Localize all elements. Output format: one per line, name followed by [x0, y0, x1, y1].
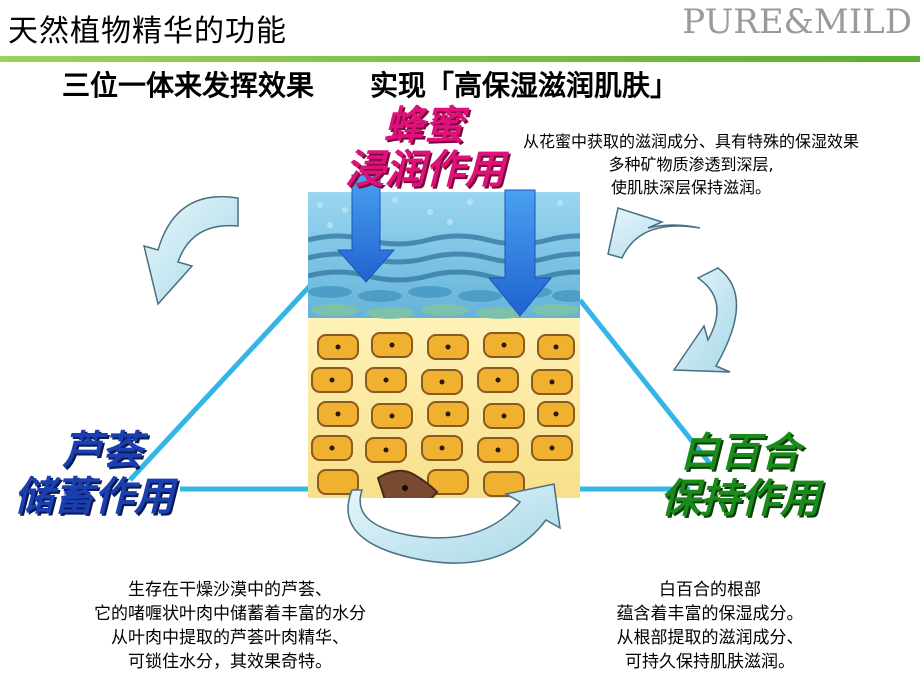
lily-label-line2: 保持作用 — [660, 476, 820, 522]
triangle-connector — [128, 273, 717, 492]
lily-desc-line: 可持久保持肌肤滋润。 — [625, 652, 795, 672]
slide-subtitle: 三位一体来发挥效果 实现「高保湿滋润肌肤」 — [62, 69, 679, 102]
lily-desc-line: 从根部提取的滋润成分、 — [616, 628, 804, 648]
aloe-label-line2: 储蓄作用 — [14, 474, 174, 520]
down-arrow-icon — [336, 174, 553, 317]
aloe-description: 生存在干燥沙漠中的芦荟、 它的啫喱状叶肉中储蓄着丰富的水分 从叶肉中提取的芦荟叶… — [40, 578, 420, 674]
aloe-label-line1: 芦荟 — [62, 428, 142, 474]
lily-desc-line: 白百合的根部 — [659, 580, 761, 600]
aloe-desc-line: 可锁住水分，其效果奇特。 — [128, 652, 332, 672]
aloe-desc-line: 它的啫喱状叶肉中储蓄着丰富的水分 — [94, 604, 366, 624]
lily-label-line1: 白百合 — [680, 430, 800, 476]
curved-arrow-icon — [142, 195, 738, 564]
aloe-desc-line: 从叶肉中提取的芦荟叶肉精华、 — [111, 628, 349, 648]
honey-desc-line: 使肌肤深层保持滋润。 — [610, 178, 771, 197]
honey-desc-line: 多种矿物质渗透到深层, — [608, 155, 774, 174]
lily-desc-line: 蕴含着丰富的保湿成分。 — [616, 604, 804, 624]
brand-logo: PURE&MILD — [682, 2, 912, 42]
title-divider — [0, 56, 920, 62]
honey-desc-line: 从花蜜中获取的滋润成分、具有特殊的保湿效果 — [522, 132, 859, 151]
lily-description: 白百合的根部 蕴含着丰富的保湿成分。 从根部提取的滋润成分、 可持久保持肌肤滋润… — [520, 578, 900, 674]
page-title: 天然植物精华的功能 — [8, 14, 287, 49]
aloe-desc-line: 生存在干燥沙漠中的芦荟、 — [128, 580, 332, 600]
honey-label-line2: 浸润作用 — [345, 147, 505, 193]
honey-description: 从花蜜中获取的滋润成分、具有特殊的保湿效果 多种矿物质渗透到深层, 使肌肤深层保… — [476, 130, 906, 199]
honey-label-line1: 蜂蜜 — [384, 103, 464, 149]
